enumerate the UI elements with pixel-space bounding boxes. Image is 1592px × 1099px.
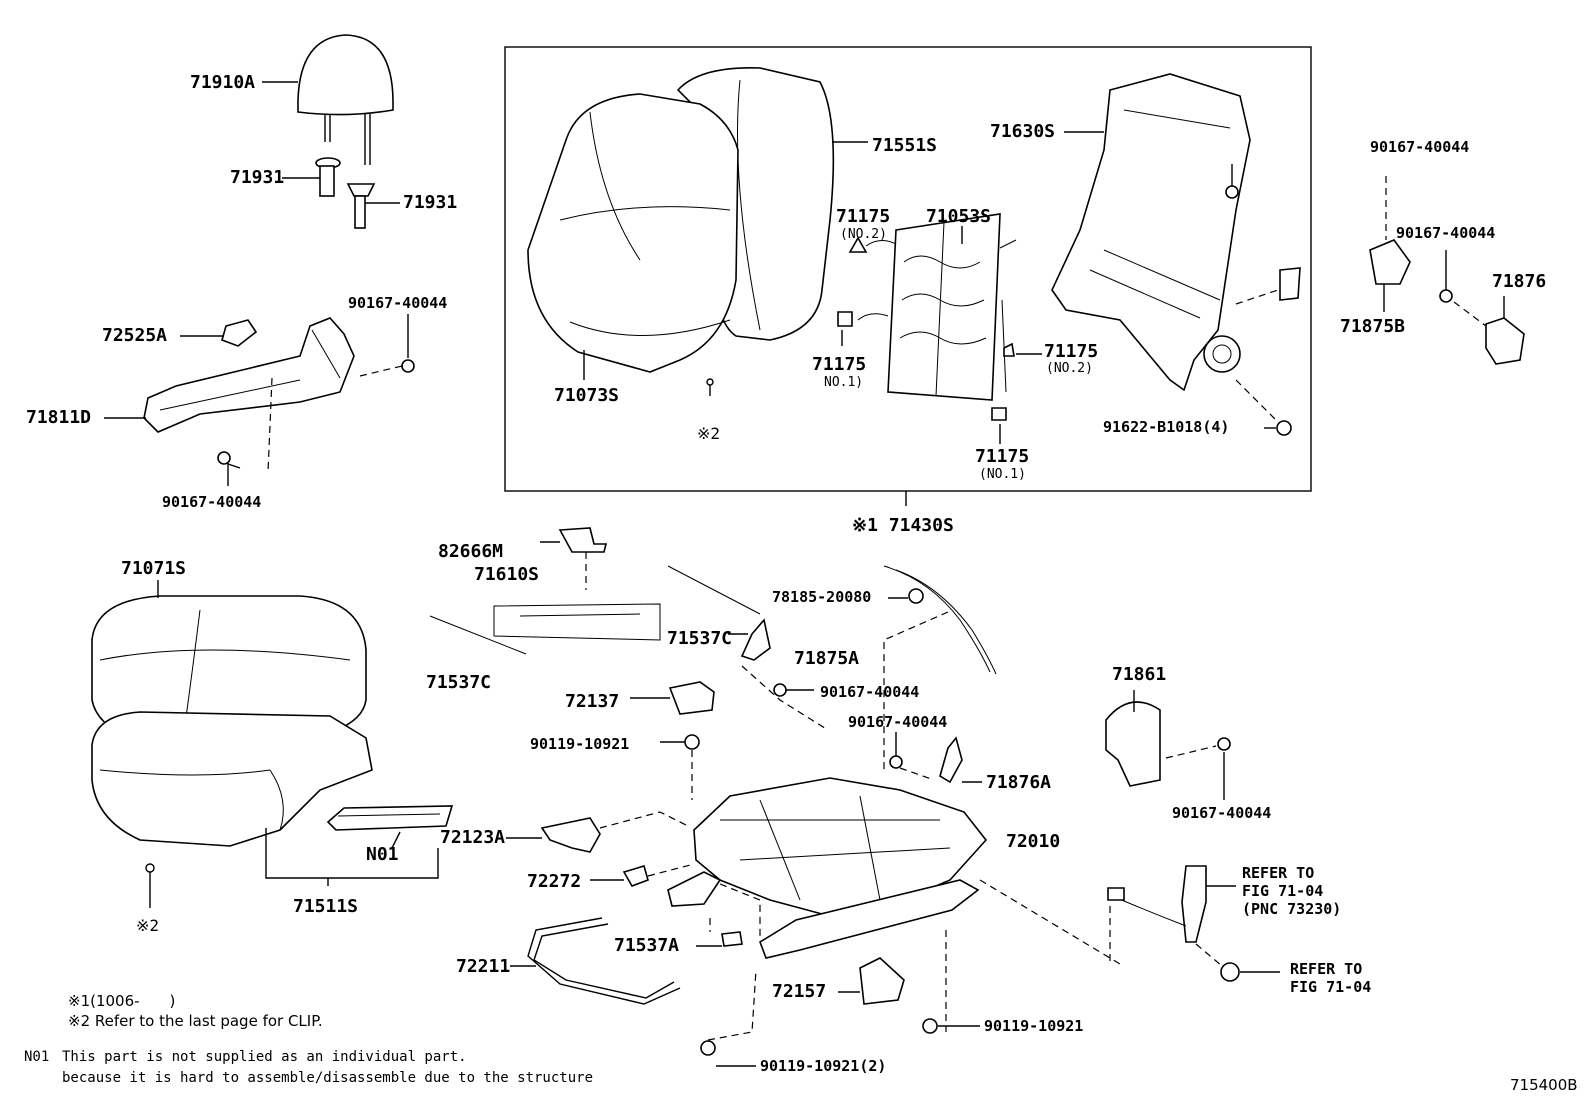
label-71630S: 71630S — [990, 121, 1056, 142]
n01-note-line-2: because it is hard to assemble/disassemb… — [62, 1070, 594, 1086]
seat-cushion-drawing — [91, 580, 454, 908]
seat-track-drawing — [667, 777, 1121, 1032]
label-90119-b: 90119-10921 — [984, 1017, 1084, 1035]
small-parts-drawing — [429, 527, 997, 1067]
label-71175-a-sub: (NO.2) — [840, 227, 887, 242]
label-71811D: 71811D — [26, 407, 92, 428]
label-72157: 72157 — [772, 981, 827, 1002]
label-71931-a: 71931 — [230, 167, 285, 188]
label-90167-top-left: 90167-40044 — [348, 294, 448, 312]
note-2: ※2 Refer to the last page for CLIP. — [68, 1012, 323, 1030]
shield-cover-drawing — [1105, 690, 1231, 800]
label-72525A: 72525A — [102, 325, 168, 346]
label-72211: 72211 — [456, 956, 511, 977]
label-91622-B1018: 91622-B1018(4) — [1103, 418, 1230, 436]
label-71537C-a: 71537C — [667, 628, 733, 649]
label-90119-c: 90119-10921(2) — [760, 1057, 887, 1075]
label-71175-b: 71175 — [812, 354, 867, 375]
label-71931-b: 71931 — [403, 192, 458, 213]
label-71537C-b: 71537C — [426, 672, 492, 693]
label-71073S: 71073S — [554, 385, 620, 406]
side-shield-drawing — [104, 314, 415, 486]
label-clip-note-mid: ※2 — [697, 424, 721, 443]
assembly-group-label: ※1 71430S — [852, 517, 954, 535]
spring-mat-drawing — [837, 213, 1042, 444]
refer-1-line-2: FIG 71-04 — [1242, 882, 1324, 900]
refer-1-line-1: REFER TO — [1242, 864, 1315, 882]
label-71071S: 71071S — [121, 558, 187, 579]
seat-belt-buckle-drawing — [1107, 865, 1280, 982]
label-90119-a: 90119-10921 — [530, 735, 630, 753]
label-71175-c-sub: (NO.2) — [1046, 361, 1093, 376]
right-cover-drawing — [1225, 164, 1525, 365]
seatback-frame-drawing — [1051, 73, 1301, 436]
label-90167-right-3: 90167-40044 — [1172, 804, 1272, 822]
label-72010: 72010 — [1006, 831, 1061, 852]
label-71551S: 71551S — [872, 135, 938, 156]
label-90167-mid-1: 90167-40044 — [820, 683, 920, 701]
label-71876: 71876 — [1492, 271, 1547, 292]
label-71175-d-sub: (NO.1) — [979, 467, 1026, 482]
label-72272: 72272 — [527, 871, 582, 892]
label-71175-d: 71175 — [975, 446, 1030, 467]
refer-2-line-1: REFER TO — [1290, 960, 1363, 978]
label-82666M: 82666M — [438, 541, 504, 562]
headrest-guide-drawing — [282, 157, 400, 229]
label-71910A: 71910A — [190, 72, 256, 93]
headrest-drawing — [262, 34, 394, 165]
n01-note-key: N01 — [24, 1049, 50, 1065]
figure-code: 715400B — [1510, 1076, 1578, 1094]
refer-1-line-3: (PNC 73230) — [1242, 900, 1342, 918]
label-N01: N01 — [366, 844, 399, 865]
group-note-marker: ※1 — [852, 515, 878, 536]
label-72123A: 72123A — [440, 827, 506, 848]
label-71861: 71861 — [1112, 664, 1167, 685]
group-part-number: 71430S — [888, 515, 954, 536]
note-1: ※1(1006- ) — [68, 992, 176, 1010]
label-71876A: 71876A — [986, 772, 1052, 793]
label-90167-right-2: 90167-40044 — [1396, 224, 1496, 242]
assembly-group-box — [504, 46, 1312, 492]
label-71537A: 71537A — [614, 935, 680, 956]
refer-2-line-2: FIG 71-04 — [1290, 978, 1372, 996]
label-71511S: 71511S — [293, 896, 359, 917]
label-90167-mid-2: 90167-40044 — [848, 713, 948, 731]
n01-note-line-1: This part is not supplied as an individu… — [62, 1049, 467, 1065]
seatback-drawing — [527, 67, 868, 396]
label-71175-b-sub: NO.1) — [824, 375, 864, 390]
label-72137: 72137 — [565, 691, 620, 712]
label-71875A: 71875A — [794, 648, 860, 669]
label-71053S: 71053S — [926, 206, 992, 227]
label-71610S: 71610S — [474, 564, 540, 585]
label-71175-c: 71175 — [1044, 341, 1099, 362]
label-90167-right-1: 90167-40044 — [1370, 138, 1470, 156]
label-clip-note-left: ※2 — [136, 916, 160, 935]
label-71875B: 71875B — [1340, 316, 1406, 337]
label-71175-a: 71175 — [836, 206, 891, 227]
label-90167-bottom-left: 90167-40044 — [162, 493, 262, 511]
label-78185-20080: 78185-20080 — [772, 588, 872, 606]
